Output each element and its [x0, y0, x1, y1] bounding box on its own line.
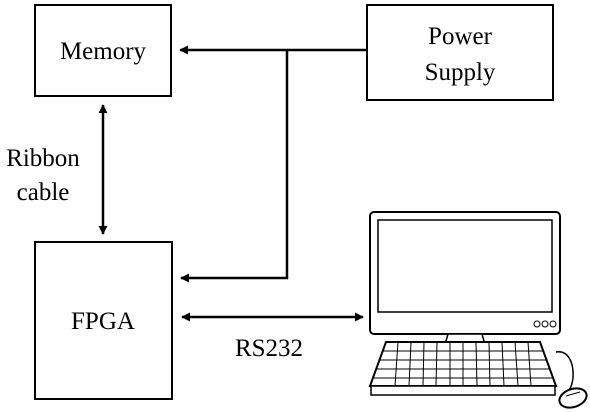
- rs232-label: RS232: [235, 335, 303, 362]
- fpga-label: FPGA: [71, 308, 135, 335]
- memory-label: Memory: [60, 38, 147, 65]
- power-supply-label-line2: Supply: [425, 59, 496, 86]
- fpga-block: FPGA: [34, 241, 173, 400]
- mouse: [558, 387, 588, 409]
- memory-block: Memory: [34, 4, 172, 97]
- ribbon-label-line2: cable: [17, 179, 70, 206]
- ribbon-label-line1: Ribbon: [6, 145, 80, 172]
- desktop-computer-icon: [368, 211, 588, 409]
- power-supply-block: Power Supply: [366, 4, 554, 101]
- power-to-fpga-arrow: [180, 50, 289, 283]
- monitor-screen: [377, 219, 553, 313]
- power-lines: [179, 45, 367, 283]
- power-supply-label-line1: Power: [428, 23, 493, 50]
